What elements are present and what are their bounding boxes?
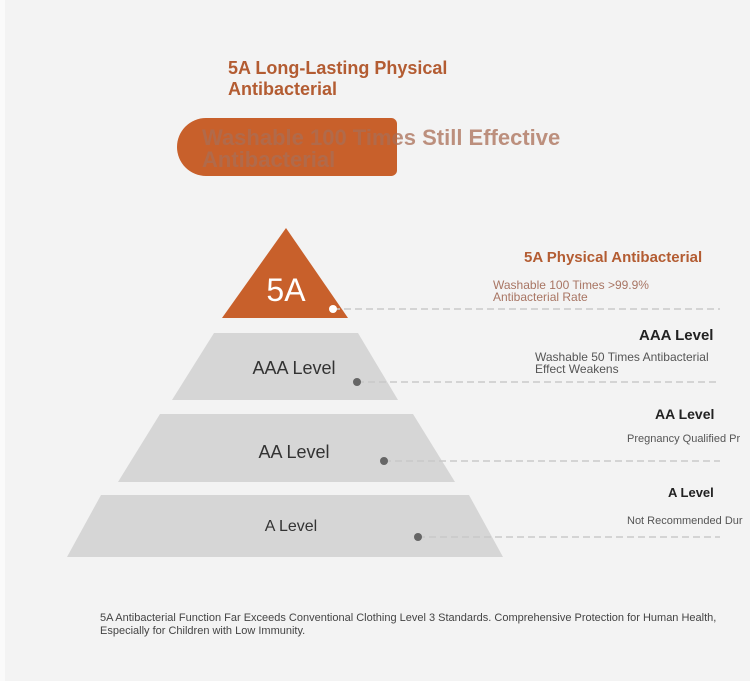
- description-5a: Washable 100 Times >99.9% Antibacterial …: [493, 278, 649, 304]
- description-a: Not Recommended Dur: [627, 515, 743, 527]
- footer-note: 5A Antibacterial Function Far Exceeds Co…: [100, 612, 717, 637]
- description-aaa: Washable 50 Times Antibacterial Effect W…: [535, 350, 709, 376]
- tier-aaa: [172, 333, 398, 400]
- heading-aaa: AAA Level: [639, 327, 714, 344]
- tier-label-a: A Level: [264, 518, 318, 535]
- page-subtitle: Washable 100 Times Still Effective Antib…: [202, 125, 561, 172]
- tier-label-5a: 5A: [266, 272, 306, 308]
- tier-aa: [118, 414, 455, 482]
- tier-5a: [222, 228, 348, 318]
- heading-a: A Level: [668, 485, 714, 500]
- tier-label-aa: AA Level: [258, 442, 330, 462]
- dot-5a: [329, 305, 337, 313]
- subtitle-pill: [177, 118, 397, 176]
- dot-aa: [380, 457, 388, 465]
- tier-label-aaa: AAA Level: [252, 358, 336, 378]
- heading-aa: AA Level: [655, 406, 715, 422]
- dot-a: [414, 533, 422, 541]
- connector-lines: [333, 308, 720, 538]
- tier-a: [67, 495, 503, 557]
- background-panel: [5, 0, 750, 681]
- description-aa: Pregnancy Qualified Pr: [627, 433, 741, 445]
- heading-5a: 5A Physical Antibacterial: [524, 249, 703, 266]
- dot-aaa: [353, 378, 361, 386]
- page-title: 5A Long-Lasting Physical Antibacterial: [228, 58, 448, 99]
